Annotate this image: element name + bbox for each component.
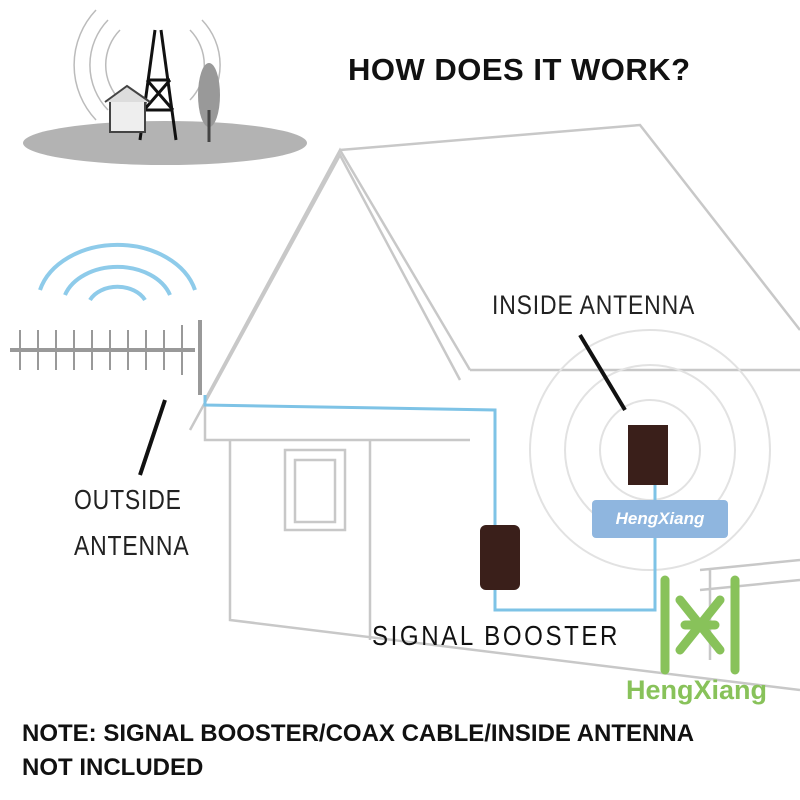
signal-waves-icon [38, 242, 197, 302]
house-outline [188, 123, 800, 692]
outside-antenna-pointer [138, 399, 167, 476]
inside-antenna-device [628, 425, 668, 485]
cell-tower-scene [23, 9, 307, 165]
inside-antenna-pointer [578, 333, 627, 412]
inside-antenna-label: INSIDE ANTENNA [492, 290, 696, 320]
note-line-2: NOT INCLUDED [22, 754, 204, 781]
coax-cable [203, 395, 657, 612]
hengxiang-logo-icon [660, 575, 740, 675]
outside-antenna-label-line2: ANTENNA [74, 530, 190, 561]
signal-booster-device [480, 525, 520, 590]
watermark-badge: HengXiang [592, 500, 728, 538]
yagi-antenna-icon [10, 320, 202, 395]
note-line-1: NOTE: SIGNAL BOOSTER/COAX CABLE/INSIDE A… [22, 720, 695, 747]
outside-antenna-label: OUTSIDE [74, 484, 182, 515]
signal-booster-label: SIGNAL BOOSTER [372, 620, 620, 651]
page-title: HOW DOES IT WORK? [348, 52, 691, 87]
logo-text: HengXiang [626, 675, 768, 705]
